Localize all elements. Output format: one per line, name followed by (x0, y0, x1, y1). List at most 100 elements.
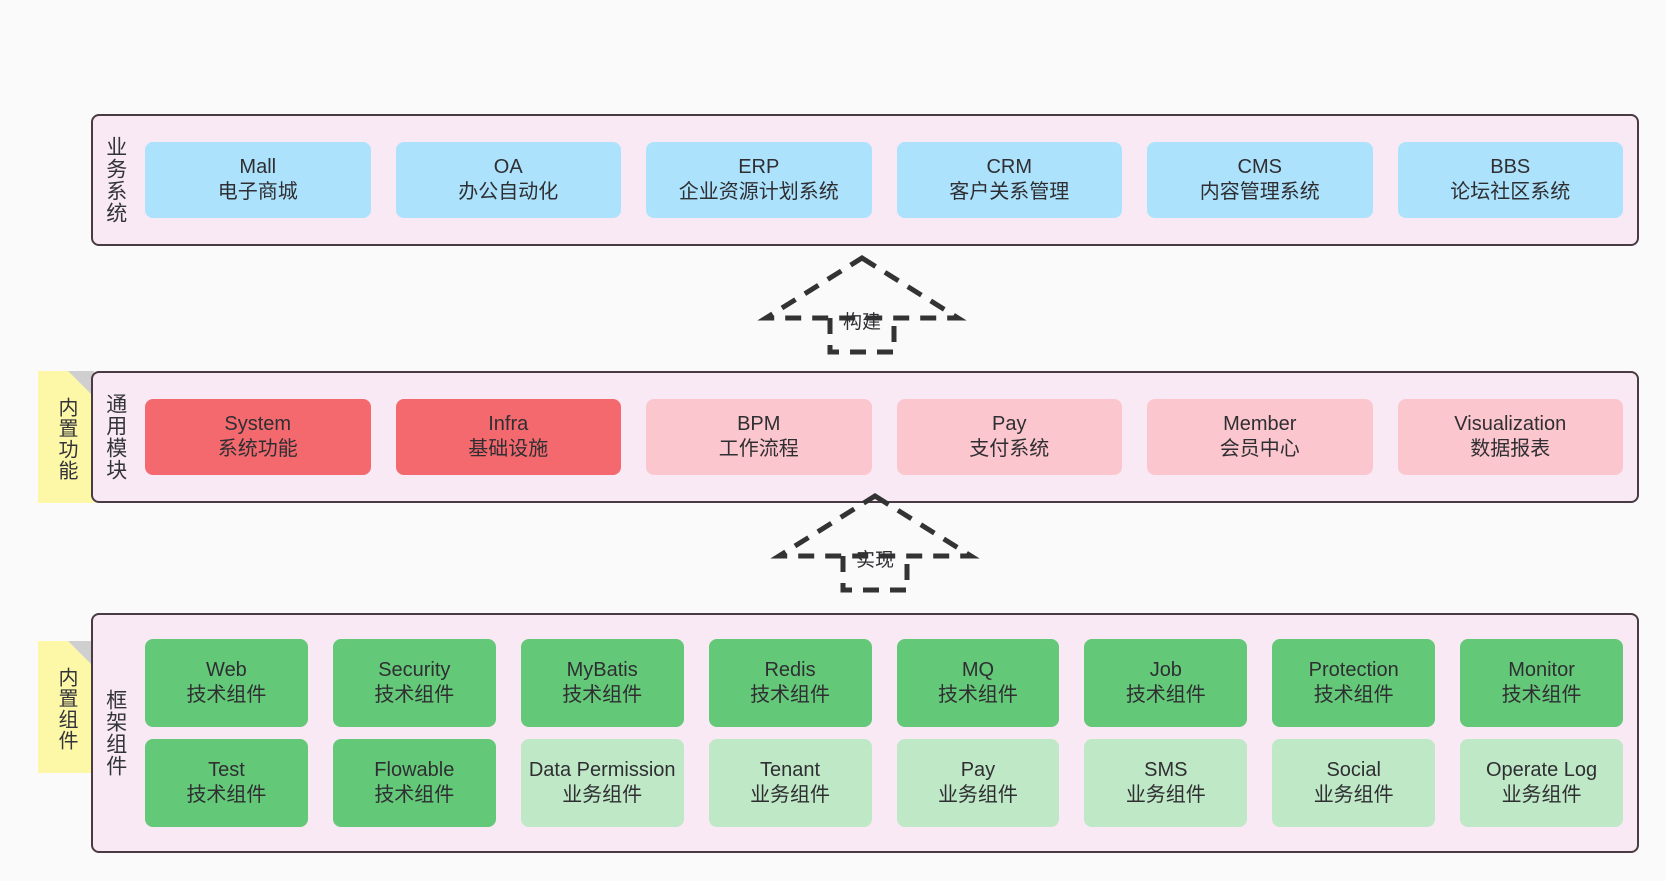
card-title: BBS (1490, 156, 1531, 178)
card-title: Flowable (374, 759, 455, 781)
card-sms[interactable]: SMS 业务组件 (1084, 739, 1248, 827)
arrow-shaft (827, 318, 897, 355)
card-title: Web (206, 659, 247, 681)
card-title: Test (208, 759, 245, 781)
connector-build: 构建 (757, 252, 967, 356)
card-erp[interactable]: ERP 企业资源计划系统 (646, 142, 872, 218)
layer-title-business-system: 业务系统 (103, 136, 127, 224)
card-title: OA (493, 156, 523, 178)
card-tenant[interactable]: Tenant 业务组件 (708, 739, 872, 827)
card-crm[interactable]: CRM 客户关系管理 (896, 142, 1122, 218)
card-title: ERP (738, 156, 780, 178)
card-oa[interactable]: OA 办公自动化 (395, 142, 621, 218)
layer-body-common-module: System 系统功能 Infra 基础设施 BPM 工作流程 Pay 支付系统… (137, 373, 1637, 501)
card-subtitle: 会员中心 (1219, 438, 1300, 460)
layer-business-system: 业务系统 Mall 电子商城 OA 办公自动化 ERP 企业资源计划系统 CRM… (91, 114, 1639, 246)
card-subtitle: 基础设施 (468, 438, 549, 460)
card-subtitle: 办公自动化 (458, 181, 559, 203)
card-subtitle: 电子商城 (217, 181, 298, 203)
card-mq[interactable]: MQ 技术组件 (896, 639, 1060, 727)
card-job[interactable]: Job 技术组件 (1084, 639, 1248, 727)
card-title: CMS (1237, 156, 1282, 178)
card-subtitle: 技术组件 (1125, 684, 1206, 706)
layer-framework-component: 框架组件 Web 技术组件 Security 技术组件 MyBatis 技术组件… (91, 613, 1639, 853)
card-title: Pay (992, 413, 1027, 435)
card-social[interactable]: Social 业务组件 (1272, 739, 1436, 827)
card-subtitle: 技术组件 (186, 684, 267, 706)
card-title: Redis (764, 659, 816, 681)
card-subtitle: 业务组件 (1313, 784, 1394, 806)
card-subtitle: 技术组件 (1501, 684, 1582, 706)
card-subtitle: 工作流程 (718, 438, 799, 460)
card-redis[interactable]: Redis 技术组件 (708, 639, 872, 727)
note-text: 内置功能 (55, 397, 77, 481)
card-title: Data Permission (528, 759, 676, 781)
card-title: Social (1326, 759, 1381, 781)
card-title: Tenant (760, 759, 821, 781)
card-member[interactable]: Member 会员中心 (1147, 399, 1373, 475)
card-subtitle: 技术组件 (374, 684, 455, 706)
card-system[interactable]: System 系统功能 (145, 399, 371, 475)
card-bpm[interactable]: BPM 工作流程 (646, 399, 872, 475)
card-infra[interactable]: Infra 基础设施 (395, 399, 621, 475)
card-subtitle: 技术组件 (937, 684, 1018, 706)
card-title: System (224, 413, 292, 435)
card-title: Pay (960, 759, 996, 781)
card-subtitle: 业务组件 (750, 784, 831, 806)
arrowhead-triangle-up (770, 493, 980, 559)
card-operate-log[interactable]: Operate Log 业务组件 (1460, 739, 1623, 827)
card-subtitle: 内容管理系统 (1199, 181, 1320, 203)
layer-common-module: 通用模块 System 系统功能 Infra 基础设施 BPM 工作流程 Pay… (91, 371, 1639, 503)
card-subtitle: 技术组件 (1313, 684, 1394, 706)
card-title: Visualization (1454, 413, 1567, 435)
card-subtitle: 支付系统 (969, 438, 1050, 460)
card-row: Mall 电子商城 OA 办公自动化 ERP 企业资源计划系统 CRM 客户关系… (145, 142, 1623, 218)
card-data-permission[interactable]: Data Permission 业务组件 (520, 739, 684, 827)
card-pay-business[interactable]: Pay 业务组件 (896, 739, 1060, 827)
card-title: SMS (1144, 759, 1188, 781)
card-mybatis[interactable]: MyBatis 技术组件 (520, 639, 684, 727)
card-subtitle: 业务组件 (1125, 784, 1206, 806)
card-subtitle: 论坛社区系统 (1450, 181, 1571, 203)
card-cms[interactable]: CMS 内容管理系统 (1147, 142, 1373, 218)
card-subtitle: 系统功能 (217, 438, 298, 460)
card-pay[interactable]: Pay 支付系统 (896, 399, 1122, 475)
card-subtitle: 技术组件 (374, 784, 455, 806)
card-mall[interactable]: Mall 电子商城 (145, 142, 371, 218)
card-title: Security (378, 659, 451, 681)
card-security[interactable]: Security 技术组件 (332, 639, 496, 727)
card-subtitle: 数据报表 (1470, 438, 1551, 460)
card-row: System 系统功能 Infra 基础设施 BPM 工作流程 Pay 支付系统… (145, 399, 1623, 475)
card-title: Operate Log (1485, 759, 1598, 781)
note-text: 内置组件 (55, 667, 77, 751)
card-monitor[interactable]: Monitor 技术组件 (1460, 639, 1623, 727)
card-subtitle: 业务组件 (562, 784, 643, 806)
card-subtitle: 技术组件 (186, 784, 267, 806)
card-subtitle: 技术组件 (562, 684, 643, 706)
note-builtin-function: 内置功能 (38, 371, 94, 503)
card-protection[interactable]: Protection 技术组件 (1272, 639, 1436, 727)
card-row: Test 技术组件 Flowable 技术组件 Data Permission … (145, 739, 1623, 827)
card-visualization[interactable]: Visualization 数据报表 (1397, 399, 1623, 475)
card-subtitle: 客户关系管理 (949, 181, 1070, 203)
card-title: Mall (239, 156, 277, 178)
card-subtitle: 技术组件 (750, 684, 831, 706)
card-title: Monitor (1508, 659, 1575, 681)
layer-body-framework-component: Web 技术组件 Security 技术组件 MyBatis 技术组件 Redi… (137, 615, 1637, 851)
card-bbs[interactable]: BBS 论坛社区系统 (1397, 142, 1623, 218)
card-title: MyBatis (566, 659, 638, 681)
note-builtin-component: 内置组件 (38, 641, 94, 773)
card-title: Member (1223, 413, 1297, 435)
card-row: Web 技术组件 Security 技术组件 MyBatis 技术组件 Redi… (145, 639, 1623, 727)
card-test[interactable]: Test 技术组件 (145, 739, 308, 827)
card-title: Infra (488, 413, 529, 435)
layer-title-common-module: 通用模块 (103, 393, 127, 481)
arrow-shaft (840, 556, 910, 593)
card-title: BPM (737, 413, 781, 435)
card-subtitle: 业务组件 (1501, 784, 1582, 806)
card-title: CRM (986, 156, 1033, 178)
card-subtitle: 业务组件 (937, 784, 1018, 806)
card-web[interactable]: Web 技术组件 (145, 639, 308, 727)
card-flowable[interactable]: Flowable 技术组件 (332, 739, 496, 827)
card-subtitle: 企业资源计划系统 (678, 181, 839, 203)
